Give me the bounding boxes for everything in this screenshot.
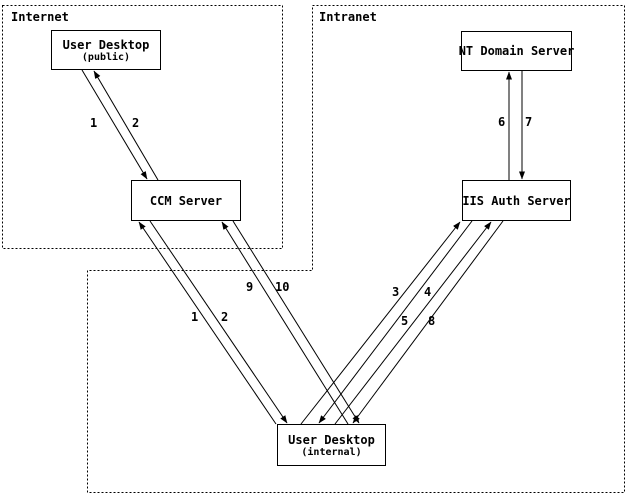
edge-label-2-public: 2 <box>132 116 140 130</box>
node-iis-auth-server: IIS Auth Server <box>462 180 571 221</box>
edge-line-9-internal-to-ccm <box>221 221 349 425</box>
edge-label-5: 5 <box>401 314 409 328</box>
node-user-desktop-internal-subtitle: (internal) <box>301 446 362 458</box>
edge-line-2-ccm-to-public <box>93 70 159 181</box>
edge-label-6: 6 <box>498 115 506 129</box>
internet-region-label: Internet <box>11 10 69 24</box>
node-ccm-server-title: CCM Server <box>149 193 223 208</box>
node-user-desktop-internal: User Desktop (internal) <box>277 424 386 466</box>
edge-label-7: 7 <box>525 115 533 129</box>
node-ccm-server: CCM Server <box>131 180 241 221</box>
edge-label-3: 3 <box>392 285 400 299</box>
edge-label-4: 4 <box>424 285 432 299</box>
node-user-desktop-public: User Desktop (public) <box>51 30 161 70</box>
edge-line-3-internal-to-iis <box>300 221 461 425</box>
edge-line-1-internal-to-ccm <box>138 221 277 425</box>
edge-line-5-internal-to-iis <box>334 221 492 425</box>
edge-label-2-internal: 2 <box>221 310 229 324</box>
edge-label-1-internal: 1 <box>191 310 199 324</box>
edge-line-2-ccm-to-internal <box>149 220 288 424</box>
intranet-region-label: Intranet <box>319 10 377 24</box>
node-iis-auth-server-title: IIS Auth Server <box>462 193 571 208</box>
node-user-desktop-internal-title: User Desktop <box>288 432 375 447</box>
node-nt-domain-server: NT Domain Server <box>458 31 575 71</box>
intranet-internal-region-border <box>87 5 625 493</box>
node-user-desktop-public-title: User Desktop <box>62 37 150 52</box>
edge-line-10-ccm-to-internal <box>232 220 360 424</box>
node-user-desktop-public-subtitle: (public) <box>81 51 131 63</box>
edge-line-4-iis-to-internal <box>318 220 473 424</box>
edge-label-9: 9 <box>246 280 254 294</box>
edge-label-1-public: 1 <box>90 116 98 130</box>
node-nt-domain-server-title: NT Domain Server <box>458 44 575 58</box>
edge-label-10: 10 <box>275 280 290 294</box>
edge-label-8: 8 <box>428 314 436 328</box>
